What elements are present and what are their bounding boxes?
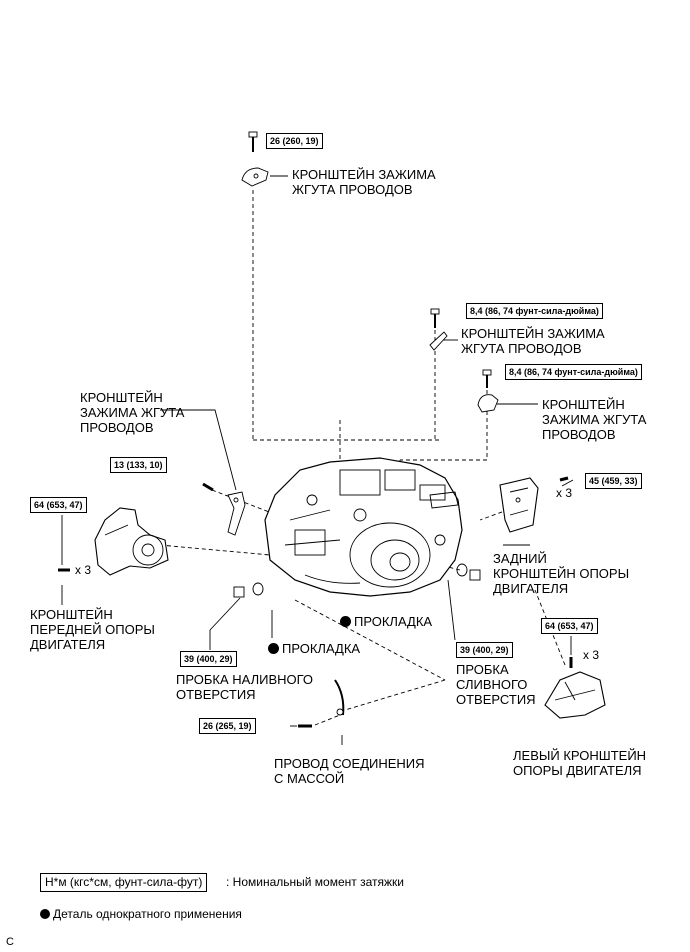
transmission-body-icon [264,457,463,597]
qty-front: x 3 [75,563,92,577]
harness-bracket-top-icon [241,167,269,187]
qty-rear: x 3 [556,486,573,500]
single-use-dot-icon [268,643,279,654]
filler-plug-icon [233,586,245,598]
harness-bracket-mid-icon [429,331,448,351]
label-gasket-left: ПРОКЛАДКА [268,641,360,656]
torque-drain: 39 (400, 29) [456,642,513,658]
torque-left-bracket: 13 (133, 10) [110,457,167,473]
torque-filler: 39 (400, 29) [180,651,237,667]
top-bolt-icon [248,131,258,152]
legend-torque-desc: : Номинальный момент затяжки [226,875,404,889]
label-harness-bracket-left: КРОНШТЕЙН ЗАЖИМА ЖГУТА ПРОВОДОВ [80,390,185,435]
single-use-dot-icon [340,616,351,627]
label-harness-bracket-top: КРОНШТЕЙН ЗАЖИМА ЖГУТА ПРОВОДОВ [292,167,436,197]
leader-lines [61,175,574,745]
label-left-mount-bracket: ЛЕВЫЙ КРОНШТЕЙН ОПОРЫ ДВИГАТЕЛЯ [513,748,647,778]
label-ground-wire: ПРОВОД СОЕДИНЕНИЯ С МАССОЙ [274,756,425,786]
label-harness-bracket-mid: КРОНШТЕЙН ЗАЖИМА ЖГУТА ПРОВОДОВ [461,326,605,356]
label-gasket-right: ПРОКЛАДКА [340,614,432,629]
gasket-right-icon [456,563,468,577]
torque-mid: 8,4 (86, 74 фунт-сила-дюйма) [466,303,603,319]
gasket-right-text: ПРОКЛАДКА [354,614,433,629]
harness-bracket-right-icon [477,394,499,413]
label-front-mount-bracket: КРОНШТЕЙН ПЕРЕДНЕЙ ОПОРЫ ДВИГАТЕЛЯ [30,607,155,652]
legend-single-use-text: Деталь однократного применения [53,907,242,921]
rear-mount-bracket-icon [499,477,539,533]
label-rear-mount-bracket: ЗАДНИЙ КРОНШТЕЙН ОПОРЫ ДВИГАТЕЛЯ [493,551,630,596]
ground-wire-icon [334,679,345,716]
left-mount-bracket-icon [544,671,606,719]
harness-bracket-left-icon [227,491,246,536]
front-mount-bracket-icon [94,507,169,576]
drain-plug-icon [469,569,481,581]
label-harness-bracket-right: КРОНШТЕЙН ЗАЖИМА ЖГУТА ПРОВОДОВ [542,397,647,442]
torque-rear-mount: 45 (459, 33) [585,473,642,489]
torque-front-mount: 64 (653, 47) [30,497,87,513]
rear-mount-bolt-icon [559,476,569,482]
torque-top: 26 (260, 19) [266,133,323,149]
corner-mark: C [6,936,14,948]
qty-left: x 3 [583,648,600,662]
right-bolt-icon [482,369,492,388]
torque-ground: 26 (265, 19) [199,718,256,734]
label-filler-plug: ПРОБКА НАЛИВНОГО ОТВЕРСТИЯ [176,672,314,702]
single-use-dot-icon [40,909,50,919]
legend-single-use: Деталь однократного применения [40,907,242,922]
mid-bolt-icon [430,308,440,328]
label-drain-plug: ПРОБКА СЛИВНОГО ОТВЕРСТИЯ [456,662,536,707]
torque-left-mount: 64 (653, 47) [541,618,598,634]
gasket-left-icon [252,582,264,596]
legend-torque-box: Н*м (кгс*см, фунт-сила-фут) [40,873,208,892]
gasket-left-text: ПРОКЛАДКА [282,641,361,656]
left-bracket-bolt-icon [202,482,214,492]
torque-right: 8,4 (86, 74 фунт-сила-дюйма) [505,364,642,380]
